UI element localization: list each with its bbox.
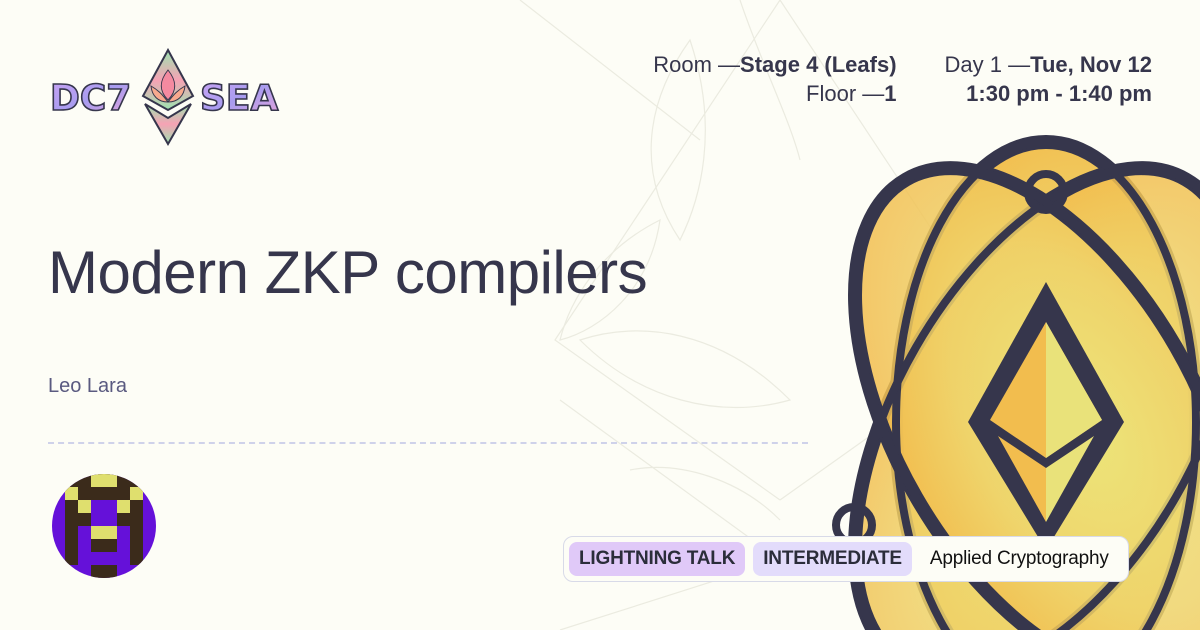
floor-label: Floor — [806, 81, 885, 106]
room-row: Room —Stage 4 (Leafs) [653, 50, 896, 79]
session-tags: LIGHTNING TALK INTERMEDIATE Applied Cryp… [563, 536, 1129, 582]
divider [48, 442, 808, 444]
logo-dc7-text: DC7 [50, 78, 131, 119]
time-row: 1:30 pm - 1:40 pm [945, 79, 1152, 108]
day-label: Day 1 — [944, 52, 1031, 77]
schedule-info: Day 1 —Tue, Nov 12 1:30 pm - 1:40 pm [945, 50, 1152, 108]
tag-session-type: LIGHTNING TALK [569, 542, 746, 576]
event-logo: DC7 SEA [49, 48, 279, 147]
floor-value: 1 [884, 81, 897, 106]
speaker-avatar [52, 474, 156, 578]
day-value: Tue, Nov 12 [1030, 52, 1152, 77]
room-label: Room — [653, 52, 741, 77]
floor-row: Floor —1 [653, 79, 897, 108]
tag-expertise-level: INTERMEDIATE [753, 542, 912, 576]
room-value: Stage 4 (Leafs) [740, 52, 897, 77]
day-row: Day 1 —Tue, Nov 12 [945, 50, 1152, 79]
logo-sea-text: SEA [200, 78, 279, 119]
time-value: 1:30 pm - 1:40 pm [966, 81, 1152, 106]
speaker-name: Leo Lara [48, 375, 127, 397]
tag-track: Applied Cryptography [929, 548, 1109, 569]
location-info: Room —Stage 4 (Leafs) Floor —1 [653, 50, 896, 108]
session-meta: Room —Stage 4 (Leafs) Floor —1 Day 1 —Tu… [653, 50, 1152, 108]
session-title: Modern ZKP compilers [48, 239, 648, 306]
